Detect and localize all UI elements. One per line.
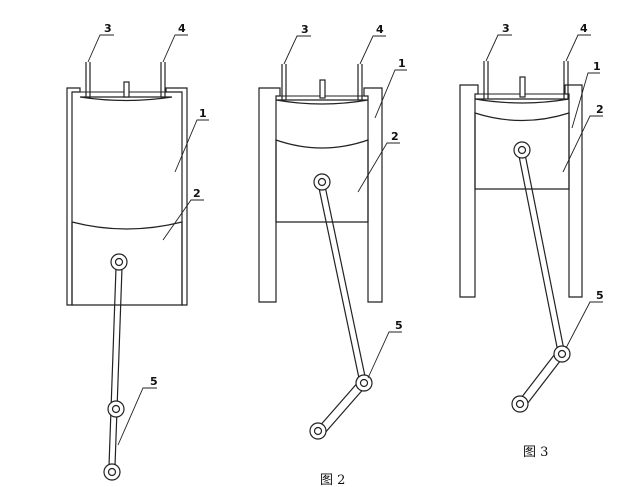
panel-3: 3 4 1 2 5 图 3: [459, 22, 604, 460]
label-cylinder: 1: [593, 60, 601, 73]
label-valve-left: 3: [104, 22, 112, 35]
cylinder-wall-right: [564, 84, 583, 298]
label-valve-left: 3: [301, 23, 309, 36]
valve-left: [483, 61, 489, 99]
spark-plug: [123, 81, 130, 98]
label-valve-right: 4: [178, 22, 186, 35]
panel-2: 3 4 1 2 5 图 2: [258, 23, 407, 487]
connecting-rod: [103, 253, 128, 481]
cylinder-head: [275, 99, 369, 105]
panel-1: 3 4 1 2 5: [66, 22, 209, 481]
piston: [474, 112, 570, 190]
label-cylinder: 1: [398, 57, 406, 70]
label-connecting-rod: 5: [150, 375, 158, 388]
piston: [275, 139, 369, 223]
spark-plug: [519, 76, 526, 98]
cylinder-wall-left: [66, 87, 81, 306]
caption-fig2: 图 2: [320, 473, 345, 487]
cylinder-head: [474, 98, 570, 104]
label-connecting-rod: 5: [596, 289, 604, 302]
label-valve-right: 4: [580, 22, 588, 35]
valve-right: [160, 62, 166, 97]
cylinder-wall-right: [363, 87, 383, 303]
connecting-rod: [511, 141, 571, 413]
piston: [71, 221, 183, 306]
label-connecting-rod: 5: [395, 319, 403, 332]
valve-left: [281, 64, 287, 100]
cylinder-head: [79, 96, 173, 102]
label-cylinder: 1: [199, 107, 207, 120]
label-valve-left: 3: [502, 22, 510, 35]
valve-left: [85, 62, 91, 97]
label-valve-right: 4: [376, 23, 384, 36]
label-piston: 2: [596, 103, 604, 116]
valve-right: [563, 61, 569, 99]
valve-right: [357, 64, 363, 100]
cylinder-wall-left: [258, 87, 281, 303]
caption-fig3: 图 3: [523, 445, 548, 460]
label-piston: 2: [193, 187, 201, 200]
spark-plug: [319, 79, 326, 99]
label-piston: 2: [391, 130, 399, 143]
connecting-rod: [309, 173, 373, 440]
cylinder-wall-right: [165, 87, 188, 306]
